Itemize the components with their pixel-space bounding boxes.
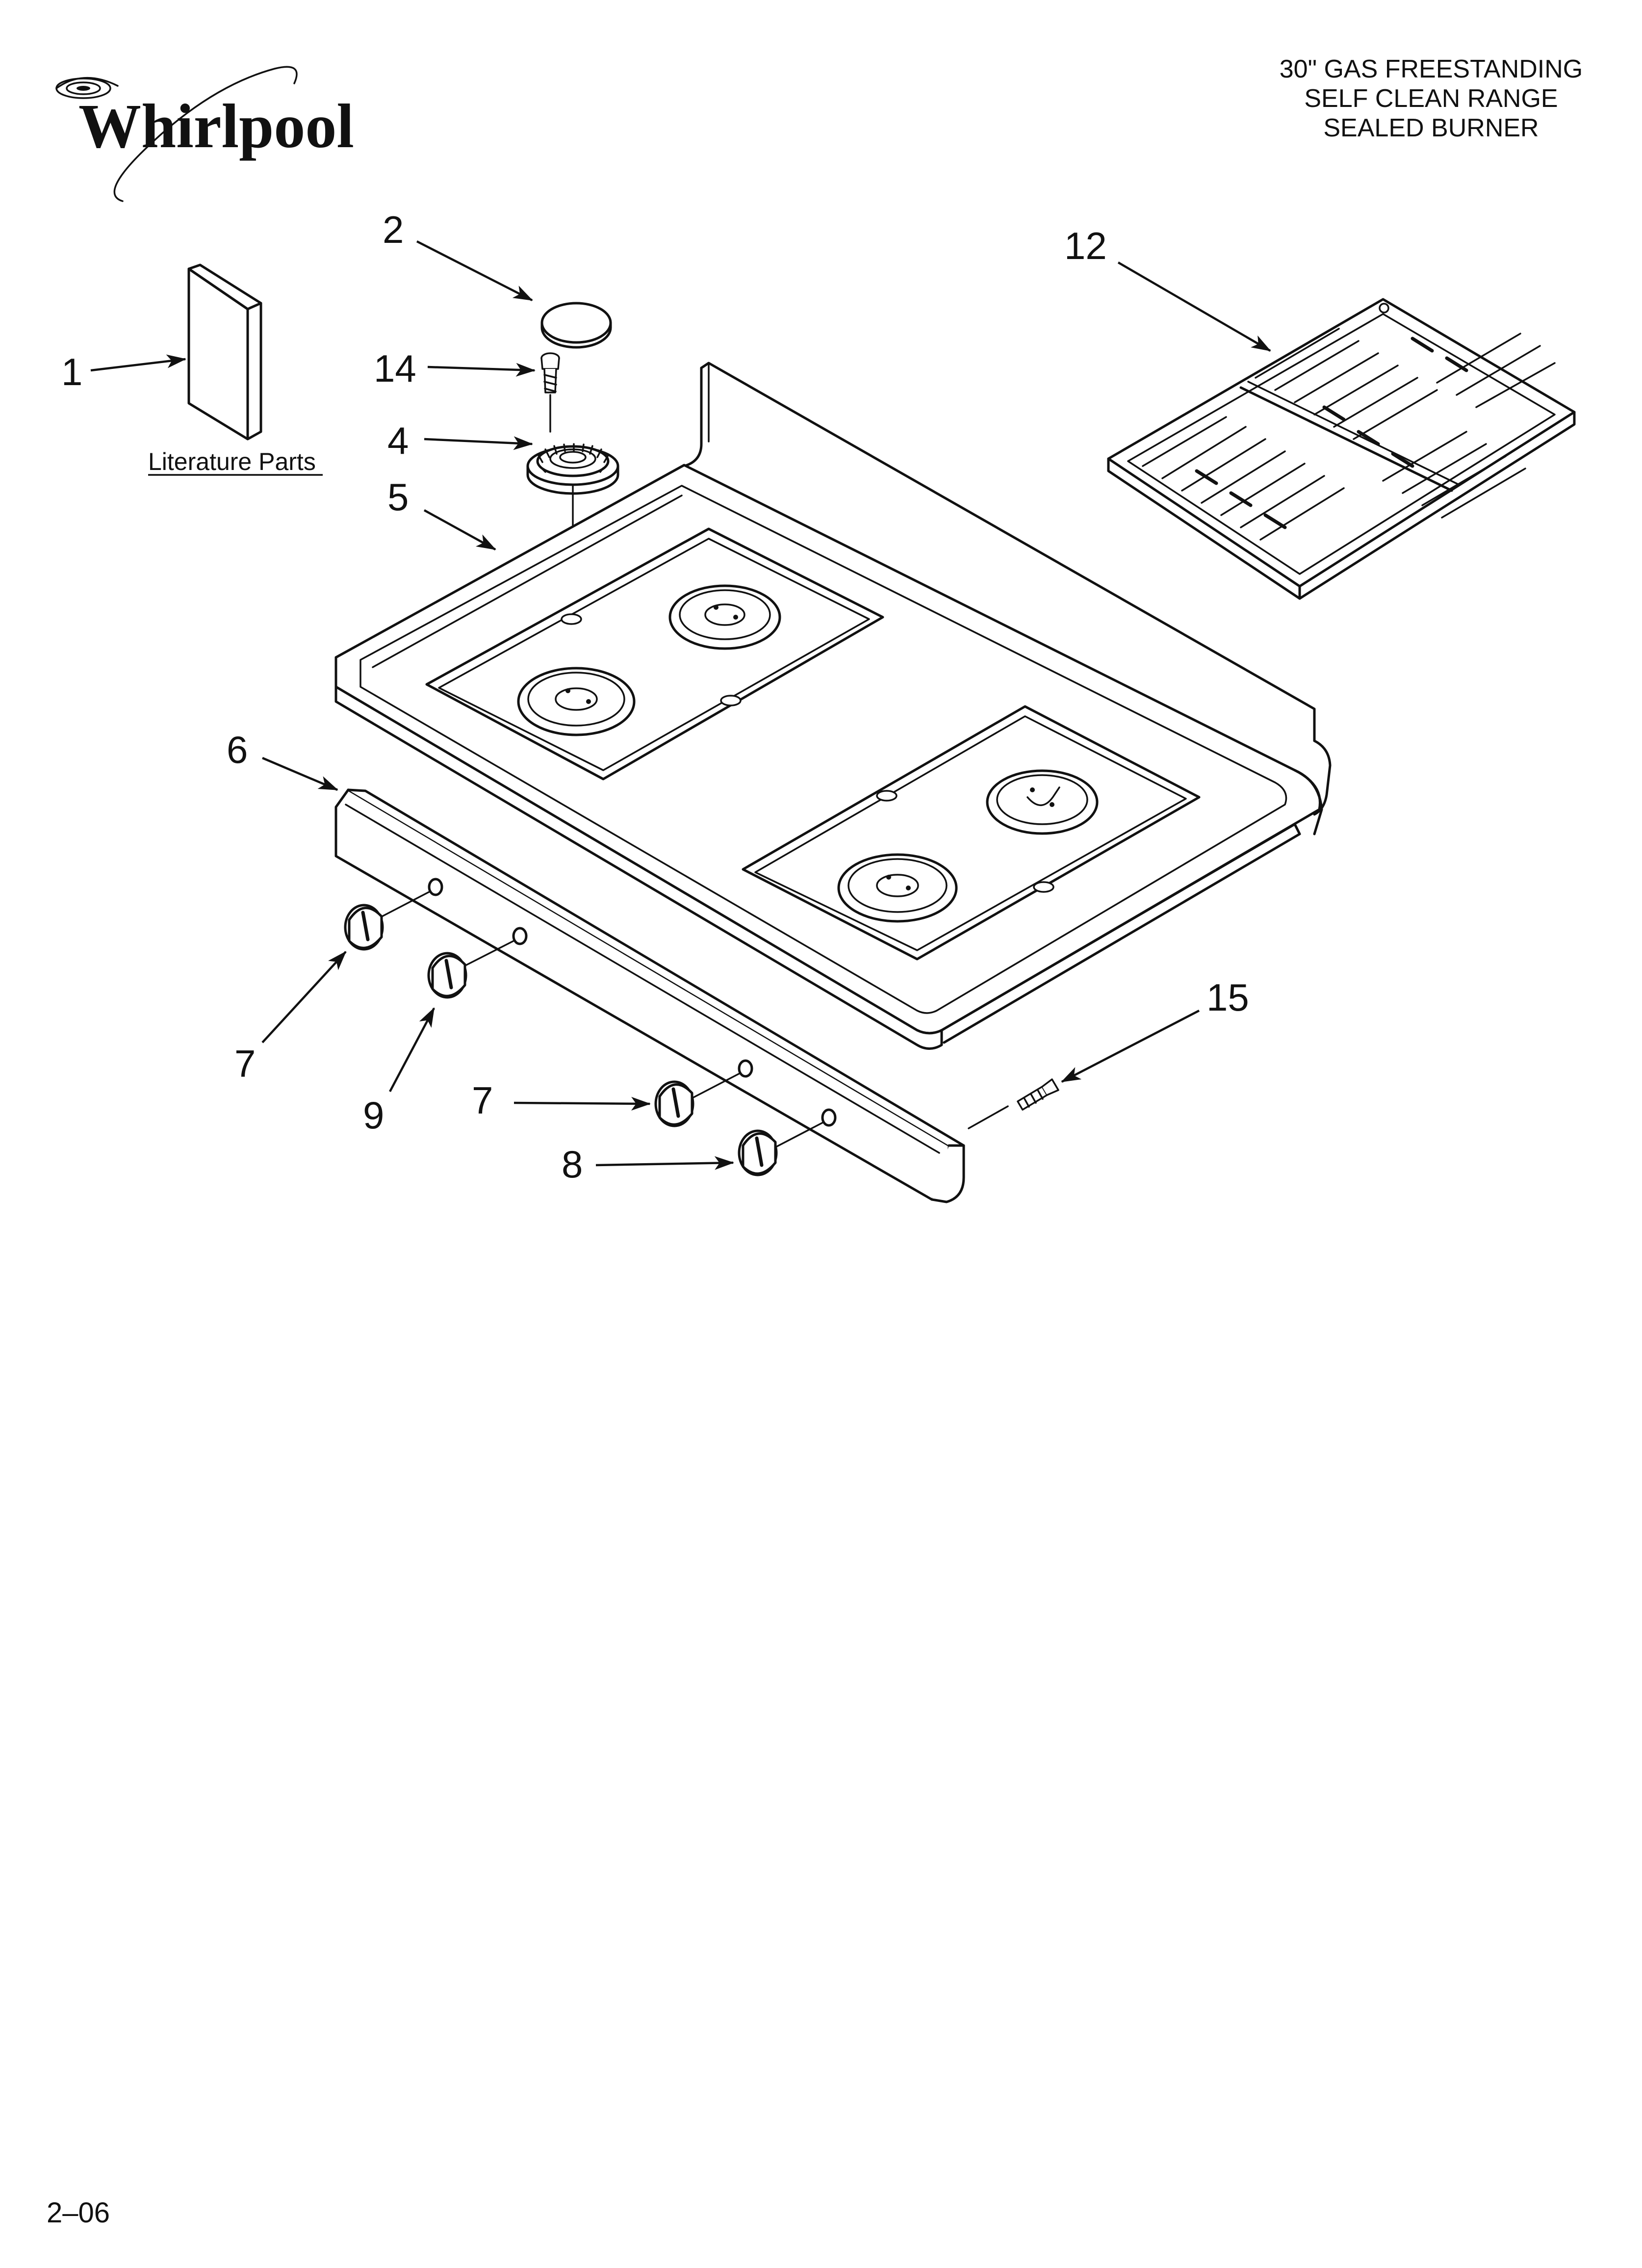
title-line-2: SELF CLEAN RANGE bbox=[1304, 84, 1558, 113]
literature-parts-label: Literature Parts bbox=[148, 448, 316, 475]
callout-arrow-7-left bbox=[261, 951, 347, 1043]
callout-7-left: 7 bbox=[234, 1042, 256, 1085]
callout-4: 4 bbox=[387, 419, 409, 462]
part-cooktop bbox=[334, 362, 1332, 1050]
burner-right-front bbox=[837, 853, 958, 923]
callout-arrow-6 bbox=[262, 756, 338, 791]
valve-hole-1 bbox=[428, 878, 443, 896]
knob-9 bbox=[427, 952, 467, 999]
title-line-1: 30" GAS FREESTANDING bbox=[1280, 55, 1583, 83]
part-burner-base bbox=[526, 443, 619, 495]
swirl-mark-icon bbox=[55, 66, 298, 202]
revision-code: 2–06 bbox=[47, 2197, 110, 2229]
whirlpool-logo: Whirlpool bbox=[55, 66, 354, 202]
callout-12: 12 bbox=[1064, 224, 1107, 267]
callout-arrow-7-right bbox=[513, 1096, 651, 1111]
callout-8: 8 bbox=[562, 1143, 583, 1186]
knob-8 bbox=[738, 1129, 778, 1176]
callout-arrow-14 bbox=[427, 363, 536, 377]
callout-arrow-12 bbox=[1117, 261, 1271, 352]
valve-hole-4 bbox=[821, 1108, 837, 1127]
part-burner-cap bbox=[540, 302, 612, 349]
brand-wordmark: Whirlpool bbox=[78, 91, 354, 161]
knob-7-left bbox=[344, 904, 384, 951]
burner-right-rear bbox=[986, 769, 1099, 835]
part-screw-15 bbox=[968, 1078, 1059, 1129]
callout-7-right: 7 bbox=[472, 1079, 493, 1122]
callout-9: 9 bbox=[363, 1094, 384, 1137]
part-grate bbox=[1107, 298, 1576, 600]
callout-arrow-4 bbox=[424, 436, 533, 450]
callout-14: 14 bbox=[374, 347, 416, 390]
title-line-3: SEALED BURNER bbox=[1323, 114, 1539, 142]
callout-1: 1 bbox=[61, 350, 82, 393]
diagram-title: 30" GAS FREESTANDING SELF CLEAN RANGE SE… bbox=[1280, 55, 1583, 142]
callout-15: 15 bbox=[1206, 976, 1249, 1019]
part-manifold-panel bbox=[334, 788, 965, 1203]
callout-arrow-5 bbox=[423, 509, 496, 550]
callout-6: 6 bbox=[227, 728, 248, 771]
callout-arrow-9 bbox=[389, 1007, 435, 1093]
valve-hole-3 bbox=[738, 1059, 753, 1078]
burner-left-rear bbox=[668, 584, 781, 650]
callout-arrow-15 bbox=[1061, 1010, 1200, 1083]
callout-arrow-8 bbox=[595, 1156, 734, 1170]
knob-7-right bbox=[654, 1080, 694, 1127]
burner-left-front bbox=[517, 667, 636, 736]
callout-arrow-1 bbox=[90, 354, 186, 372]
callout-5: 5 bbox=[387, 475, 409, 519]
callout-2: 2 bbox=[383, 208, 404, 251]
callout-arrow-2 bbox=[416, 240, 533, 302]
part-literature: Literature Parts bbox=[148, 263, 323, 476]
valve-hole-2 bbox=[512, 927, 528, 945]
part-screw bbox=[540, 352, 560, 433]
